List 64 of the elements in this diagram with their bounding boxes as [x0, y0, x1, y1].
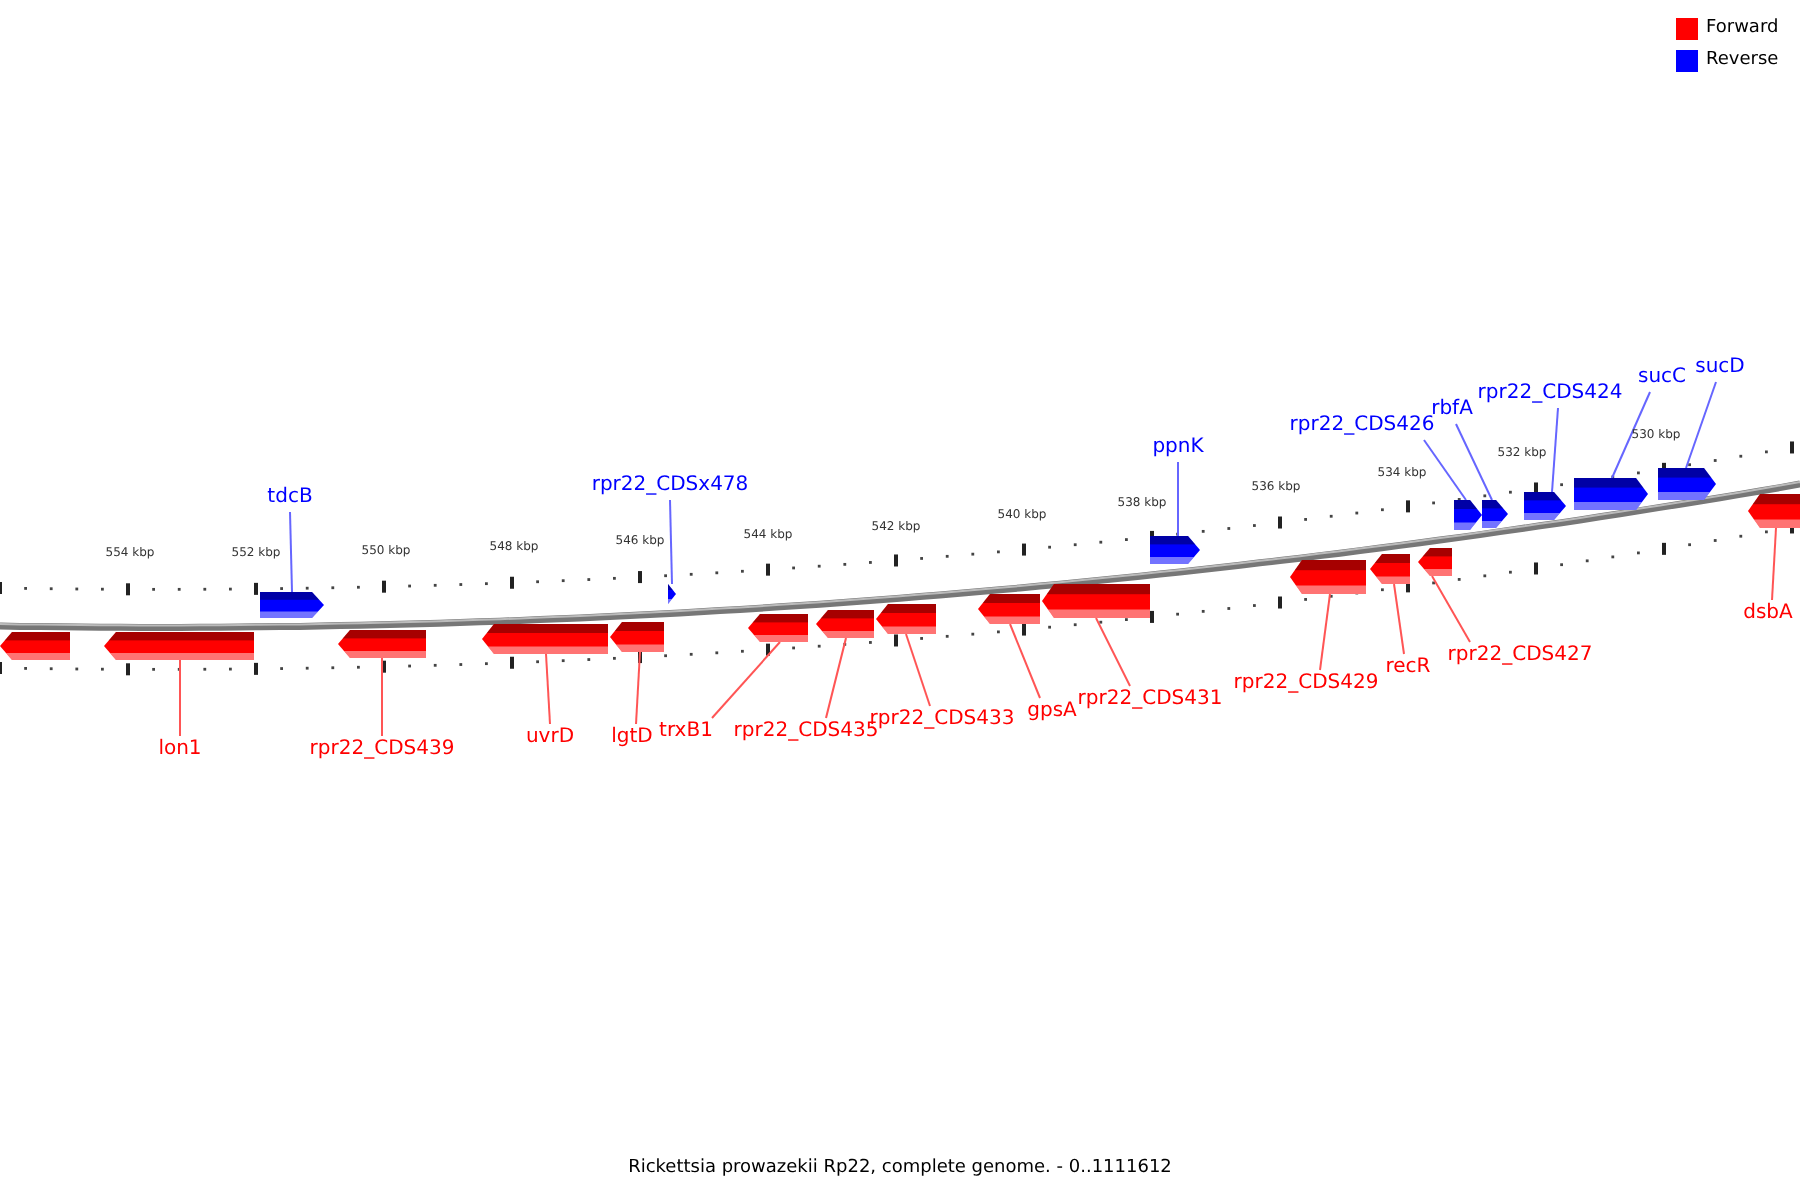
gene-feature-block — [978, 594, 1040, 624]
gene-label: trxB1 — [659, 718, 713, 746]
gene-label: rpr22_CDS439 — [309, 736, 455, 764]
gene-feature-block — [748, 614, 808, 642]
gene-label: uvrD — [525, 724, 575, 752]
gene-feature-block — [876, 604, 936, 634]
leader-line — [179, 659, 181, 737]
gene-feature-block — [260, 592, 324, 618]
gene-label: rpr22_CDS424 — [1477, 380, 1623, 408]
gene-label: rbfA — [1431, 396, 1473, 424]
leader-line — [669, 499, 673, 585]
gene-feature-block — [668, 584, 676, 604]
gene-feature-block — [1574, 478, 1648, 510]
leader-line — [1611, 391, 1651, 479]
gene-feature-block — [1370, 554, 1410, 584]
gene-feature-block — [104, 632, 254, 660]
leader-line — [635, 651, 641, 725]
gene-label: lgtD — [611, 724, 653, 752]
gene-feature-block — [1524, 492, 1566, 520]
gene-label: rpr22_CDS426 — [1289, 412, 1435, 440]
leader-line — [1423, 439, 1467, 501]
gene-feature-block — [816, 610, 874, 638]
gene-label: sucC — [1637, 364, 1687, 392]
gene-label: tdcB — [267, 484, 313, 512]
gene-label: rpr22_CDS431 — [1077, 686, 1223, 714]
gene-feature-block — [1290, 560, 1366, 594]
gene-label: rpr22_CDSx478 — [591, 472, 749, 500]
gene-feature-block — [1748, 494, 1800, 528]
leader-line — [1685, 381, 1717, 469]
leader-line — [711, 641, 781, 719]
leader-line — [289, 511, 293, 593]
gene-feature-block — [1042, 584, 1150, 618]
leader-line — [381, 657, 383, 737]
gene-label: rpr22_CDS429 — [1233, 670, 1379, 698]
gene-feature-block — [610, 622, 664, 652]
legend-label: Forward — [1706, 16, 1779, 40]
leader-line — [1455, 423, 1493, 501]
leader-line — [1095, 617, 1131, 687]
gene-label: dsbA — [1743, 600, 1793, 628]
gene-feature-block — [1454, 500, 1482, 530]
gene-feature-block — [338, 630, 426, 658]
gene-label: sucD — [1695, 354, 1745, 382]
gene-label: lon1 — [158, 736, 202, 764]
leader-line — [1319, 593, 1331, 671]
gene-feature-block — [1150, 536, 1200, 564]
gene-feature-block — [1482, 500, 1508, 528]
gene-feature-block — [1418, 548, 1452, 576]
leader-line — [1551, 407, 1559, 493]
gene-label: recR — [1385, 654, 1431, 682]
gene-feature-block — [0, 632, 70, 660]
leader-line — [1771, 527, 1777, 601]
legend-label: Reverse — [1706, 48, 1779, 72]
leader-line — [825, 637, 847, 719]
leader-line — [905, 633, 931, 707]
gene-label: rpr22_CDS427 — [1447, 642, 1593, 670]
gene-label: gpsA — [1027, 698, 1077, 726]
leader-line — [1009, 623, 1041, 699]
leader-line — [1393, 583, 1405, 655]
leader-line — [1431, 575, 1471, 643]
leader-line — [1177, 461, 1179, 537]
gene-feature-block — [1658, 468, 1716, 500]
caption: Rickettsia prowazekii Rp22, complete genome. - 0..1111612 — [628, 1158, 1172, 1178]
leader-line — [545, 653, 551, 725]
gene-label: ppnK — [1152, 434, 1204, 462]
